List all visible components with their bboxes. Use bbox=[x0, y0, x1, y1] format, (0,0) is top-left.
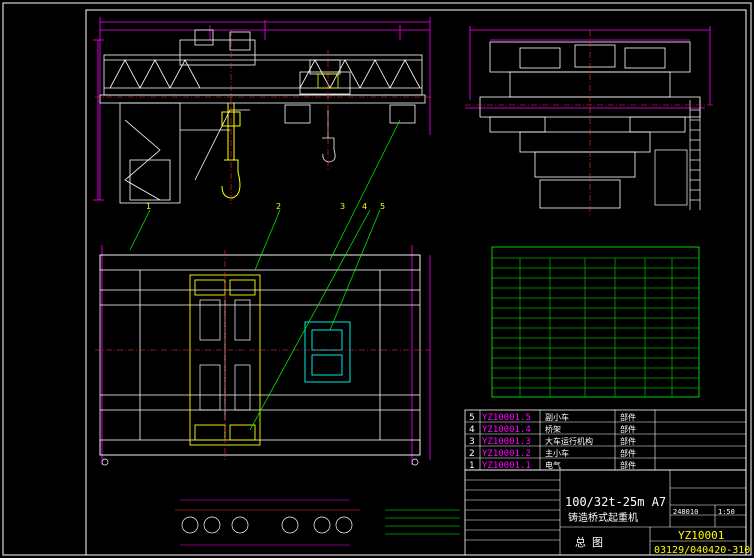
bom-row-3-type: 部件 bbox=[620, 436, 636, 446]
title-product-name: 铸造桥式起重机 bbox=[568, 511, 638, 524]
aux-trolley-plan bbox=[304, 321, 351, 383]
bom-row-2-code: YZ10001.2 bbox=[482, 449, 531, 459]
bom-row-1-type: 部件 bbox=[620, 460, 636, 470]
bom-row-1-no: 1 bbox=[469, 461, 475, 471]
access-ladder bbox=[654, 100, 701, 210]
bom-row-3-name: 大车运行机构 bbox=[545, 436, 593, 446]
bom-row-4-type: 部件 bbox=[620, 424, 636, 434]
bom-row-5-type: 部件 bbox=[620, 412, 636, 422]
bom-row-2-name: 主小车 bbox=[545, 448, 569, 458]
wheel-load-wheels bbox=[181, 516, 353, 534]
wheel-load-diagram bbox=[175, 499, 360, 546]
plan-wheels bbox=[101, 458, 419, 466]
title-spec: 100/32t-25m A7 bbox=[565, 495, 666, 509]
bom-row-5-name: 副小车 bbox=[545, 412, 569, 422]
bom-row-3-no: 3 bbox=[469, 437, 475, 447]
bom-row-2-no: 2 bbox=[469, 449, 475, 459]
front-elevation-view bbox=[93, 17, 432, 205]
bill-of-materials: 5 YZ10001.5 副小车 部件 4 YZ10001.4 桥架 部件 3 Y… bbox=[464, 409, 747, 471]
plan-center-lines bbox=[95, 250, 430, 460]
callout-leaders bbox=[129, 119, 401, 431]
side-elevation-view bbox=[465, 26, 715, 215]
wheel-load-dimensions bbox=[180, 499, 350, 546]
elevation-center-lines bbox=[95, 30, 432, 205]
hoist-drum bbox=[317, 73, 339, 89]
bom-row-3-code: YZ10001.3 bbox=[482, 437, 531, 447]
bom-row-2-type: 部件 bbox=[620, 448, 636, 458]
title-drawing-number: YZ10001 bbox=[678, 529, 724, 542]
sheet-inner-frame bbox=[85, 9, 747, 556]
title-drawing-title: 总图 bbox=[575, 535, 609, 549]
plan-view bbox=[95, 245, 431, 466]
title-weight: 248010 bbox=[673, 508, 698, 516]
callout-3: 3 bbox=[340, 202, 345, 211]
side-center-lines bbox=[465, 30, 715, 215]
callout-2: 2 bbox=[276, 202, 281, 211]
bom-row-4-name: 桥架 bbox=[545, 424, 561, 434]
bom-row-5-code: YZ10001.5 bbox=[482, 413, 531, 423]
title-block: 100/32t-25m A7 铸造桥式起重机 总图 248010 1:50 YZ… bbox=[464, 469, 750, 556]
callout-4: 4 bbox=[362, 202, 367, 211]
bom-row-4-code: YZ10001.4 bbox=[482, 425, 531, 435]
bom-row-4-no: 4 bbox=[469, 425, 475, 435]
title-document-code: 03129/040420-310 bbox=[654, 545, 750, 556]
bom-row-5-no: 5 bbox=[469, 413, 475, 423]
plan-dimensions bbox=[101, 245, 431, 465]
callout-1: 1 bbox=[146, 202, 151, 211]
main-hook bbox=[221, 103, 241, 199]
technical-notes bbox=[385, 509, 460, 535]
title-scale: 1:50 bbox=[718, 508, 735, 516]
bom-row-1-name: 电气 bbox=[545, 460, 561, 470]
elevation-dimensions bbox=[93, 17, 431, 201]
bom-row-1-code: YZ10001.1 bbox=[482, 461, 531, 471]
performance-parameter-table bbox=[491, 246, 700, 398]
callout-5: 5 bbox=[380, 202, 385, 211]
auxiliary-hook bbox=[322, 110, 336, 163]
bridge-girder-elevation bbox=[99, 29, 426, 204]
